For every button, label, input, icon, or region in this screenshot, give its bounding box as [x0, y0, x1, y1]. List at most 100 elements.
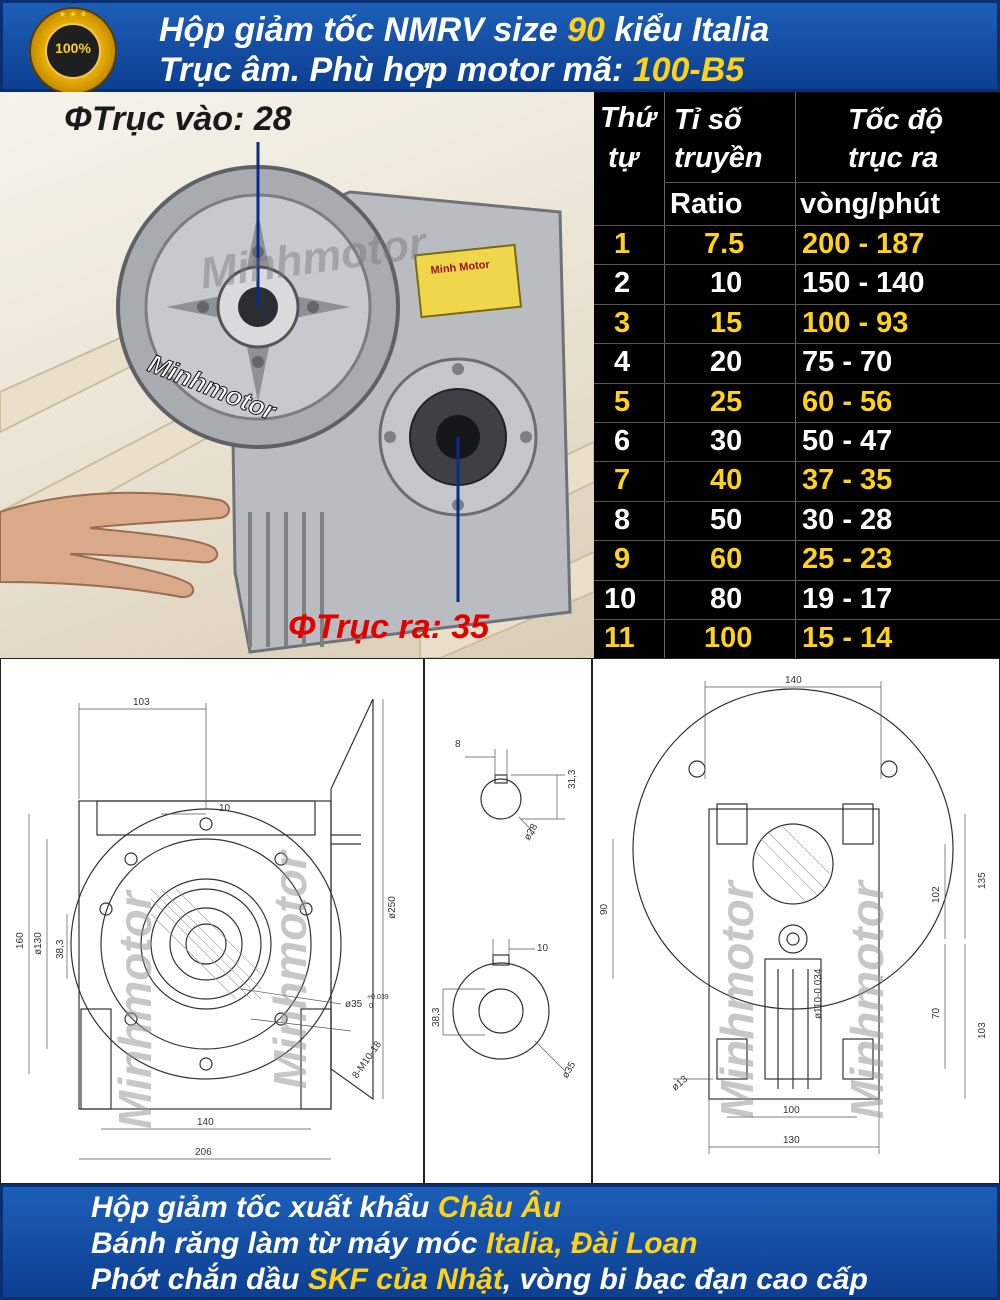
dim-35: ø35	[345, 999, 363, 1010]
title-product: Hộp giảm tốc NMRV size	[159, 11, 568, 49]
row-speed: 50 - 47	[802, 425, 893, 457]
side-dim-103: 103	[977, 1022, 988, 1039]
dim-160: 160	[15, 932, 26, 949]
seal-text: 100%	[55, 40, 91, 56]
header-speed-unit: vòng/phút	[800, 188, 941, 220]
row-order: 1	[614, 228, 631, 260]
row-divider	[594, 422, 1000, 423]
drawing-watermark-4: Minhmotor	[841, 879, 893, 1119]
shaft-dim-38-3: 38,3	[431, 1007, 442, 1027]
title-line-1: Hộp giảm tốc NMRV size 90 kiểu Italia	[159, 11, 769, 50]
row-divider	[594, 579, 1000, 581]
dim-35-tol: +0.039	[367, 994, 389, 1001]
row-order: 8	[614, 503, 631, 536]
side-dim-102: 102	[931, 886, 942, 903]
row-divider	[594, 264, 1000, 266]
side-view-svg: 140 90 135 102 ø110-0.034 70 103 ø13 100…	[599, 675, 988, 1154]
dim-130: ø130	[33, 932, 44, 955]
title-style: kiểu Italia	[604, 11, 770, 49]
row-order: 10	[604, 582, 637, 615]
shaft-dim-31-3: 31,3	[567, 769, 578, 789]
row-order: 2	[614, 267, 631, 300]
drawing-watermark-2: Minhmotor	[264, 849, 316, 1089]
drawing-watermark-3: Minhmotor	[711, 879, 763, 1119]
side-dim-130: 130	[783, 1135, 800, 1146]
title-line-2: Trục âm. Phù hợp motor mã: 100-B5	[159, 51, 744, 90]
header-order-2: tự	[608, 142, 639, 174]
feature-line-2: Bánh răng làm từ máy móc Italia, Đài Loa…	[91, 1227, 698, 1261]
row-order: 9	[614, 543, 631, 576]
title-banner: ★ ★ ★ 100% Hộp giảm tốc NMRV size 90 kiể…	[0, 0, 1000, 95]
row-speed: 25 - 23	[802, 543, 893, 576]
side-dim-70: 70	[931, 1007, 942, 1019]
side-dim-100: 100	[783, 1105, 800, 1116]
row-order: 3	[614, 306, 631, 339]
ratio-speed-table: Thứ tự Tỉ số truyền Ratio Tốc độ trục ra…	[594, 92, 1000, 660]
feature-bearing: , vòng bi bạc đạn cao cấp	[502, 1263, 868, 1296]
header-ratio-en: Ratio	[670, 188, 743, 220]
dim-250: ø250	[387, 896, 398, 919]
drawing-watermark: Minhmotor	[109, 889, 161, 1129]
shaft-detail-drawing: 8 31,3 ø28 10 38,3 ø35	[424, 658, 592, 1184]
side-dim-140: 140	[785, 675, 802, 686]
row-speed: 60 - 56	[802, 385, 893, 418]
row-speed: 150 - 140	[802, 267, 925, 300]
shaft-dim-28: ø28	[522, 822, 540, 843]
feature-skf: SKF của Nhật	[307, 1263, 503, 1296]
row-ratio: 60	[710, 543, 743, 576]
feature-export: Hộp giảm tốc xuất khẩu	[91, 1191, 438, 1224]
output-shaft-label: ΦTrục ra: 35	[288, 608, 490, 646]
shaft-dim-35: ø35	[560, 1060, 578, 1081]
shaft-dim-10: 10	[537, 943, 549, 954]
header-speed-2: trục ra	[848, 142, 939, 174]
gearbox-illustration: Minh Motor Minhmotor Minhmotor	[0, 142, 594, 658]
dim-35-tol-2: 0	[369, 1003, 373, 1010]
row-ratio: 50	[710, 503, 743, 536]
row-speed: 37 - 35	[802, 464, 893, 497]
row-ratio: 15	[710, 306, 743, 339]
row-divider	[594, 461, 1000, 463]
feature-line-3: Phớt chắn dầu SKF của Nhật, vòng bi bạc …	[91, 1263, 868, 1297]
row-divider	[594, 619, 1000, 620]
feature-line-1: Hộp giảm tốc xuất khẩu Châu Âu	[91, 1191, 561, 1225]
title-motor-code: 100-B5	[632, 51, 745, 89]
row-divider	[594, 303, 1000, 305]
feature-europe: Châu Âu	[437, 1191, 562, 1224]
row-divider	[594, 540, 1000, 542]
row-speed: 200 - 187	[802, 228, 925, 260]
front-view-svg: 103 10 ø250 160 ø130 38,3 ø35 +0.039 0 8…	[15, 697, 398, 1160]
dim-206: 206	[195, 1147, 212, 1158]
side-dim-13: ø13	[670, 1074, 691, 1094]
row-order: 7	[614, 464, 631, 497]
shaft-dim-8: 8	[455, 739, 461, 750]
table-divider	[795, 92, 796, 658]
feature-seal: Phớt chắn dầu	[91, 1263, 308, 1296]
side-dim-135: 135	[977, 872, 988, 889]
header-speed: Tốc độ	[848, 104, 944, 136]
row-speed: 100 - 93	[802, 306, 909, 339]
header-ratio: Tỉ số	[674, 104, 742, 136]
header-rule	[594, 225, 1000, 226]
header-rule	[664, 182, 1000, 183]
row-ratio: 10	[710, 267, 743, 300]
row-ratio: 100	[704, 622, 753, 654]
row-ratio: 30	[710, 425, 743, 457]
header-order: Thứ	[600, 102, 657, 134]
row-order: 6	[614, 425, 631, 457]
title-motor-fit: Trục âm. Phù hợp motor mã:	[159, 51, 633, 89]
title-size: 90	[567, 11, 605, 49]
dim-103: 103	[133, 697, 150, 708]
shaft-detail-svg: 8 31,3 ø28 10 38,3 ø35	[431, 739, 578, 1081]
input-shaft-label: ΦTrục vào: 28	[64, 100, 292, 138]
row-speed: 75 - 70	[802, 346, 893, 379]
row-order: 5	[614, 385, 631, 418]
row-divider	[594, 500, 1000, 502]
row-order: 4	[614, 346, 631, 379]
side-view-drawing: 140 90 135 102 ø110-0.034 70 103 ø13 100…	[592, 658, 1000, 1184]
front-view-drawing: 103 10 ø250 160 ø130 38,3 ø35 +0.039 0 8…	[0, 658, 424, 1184]
row-speed: 30 - 28	[802, 503, 893, 536]
seal-stars: ★ ★ ★	[58, 9, 88, 19]
side-dim-90: 90	[599, 903, 610, 915]
dim-holes: 8-M10-18	[350, 1039, 384, 1081]
table-divider	[664, 92, 665, 658]
